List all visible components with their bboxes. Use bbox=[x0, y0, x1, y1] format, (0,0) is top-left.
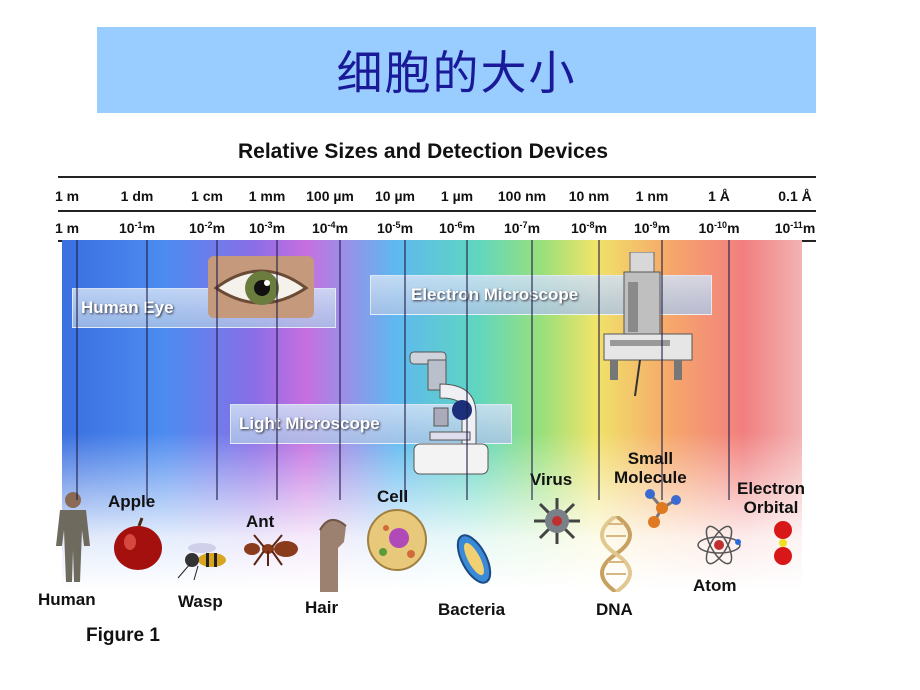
ant-icon bbox=[244, 534, 298, 566]
apple-icon bbox=[114, 517, 162, 570]
scale-gridline bbox=[404, 240, 406, 500]
scale-power-label: 10-2m bbox=[188, 220, 226, 236]
atom-label: Atom bbox=[693, 576, 737, 595]
scale-gridline bbox=[466, 240, 468, 500]
eye-icon bbox=[208, 256, 314, 318]
scale-powers-row: 1 m 10-1m 10-2m 10-3m 10-4m 10-5m 10-6m 10-7m 10… bbox=[55, 220, 822, 240]
scale-unit-1nm: 1 nm bbox=[635, 188, 669, 204]
cell-label: Cell bbox=[377, 487, 409, 506]
scale-gridline bbox=[216, 240, 218, 500]
electron-microscope-icon bbox=[603, 252, 693, 397]
scale-gridline bbox=[146, 240, 148, 500]
electron-orbital-label: Electron Orbital bbox=[737, 479, 806, 517]
title-banner: 细胞的大小 bbox=[97, 27, 816, 113]
diagram-subtitle: Relative Sizes and Detection Devices bbox=[238, 140, 608, 163]
cell-icon bbox=[367, 509, 427, 571]
scale-units-row: 1 m 1 dm 1 cm 1 mm 100 µm 10 µm 1 µm 100… bbox=[55, 188, 822, 208]
scale-power-label: 10-1m bbox=[118, 220, 156, 236]
scale-gridline bbox=[598, 240, 600, 500]
scale-gridline bbox=[728, 240, 730, 500]
small-molecule-icon bbox=[645, 489, 681, 528]
bacteria-label: Bacteria bbox=[438, 600, 506, 619]
scale-power-label: 10-9m bbox=[633, 220, 671, 236]
page-title: 细胞的大小 bbox=[336, 46, 577, 100]
scale-unit-100nm: 100 nm bbox=[497, 188, 547, 204]
light-microscope-label: Light Microscope bbox=[239, 414, 380, 433]
scale-unit-1dm: 1 dm bbox=[120, 188, 154, 204]
scale-power-label: 10-3m bbox=[248, 220, 286, 236]
scale-power-label: 10-8m bbox=[570, 220, 608, 236]
scale-unit-1um: 1 µm bbox=[440, 188, 474, 204]
figure-label: Figure 1 bbox=[86, 625, 160, 646]
scale-unit-10um: 10 µm bbox=[375, 188, 415, 204]
scale-power-label: 10-6m bbox=[438, 220, 476, 236]
apple-label: Apple bbox=[108, 492, 156, 511]
atom-icon bbox=[697, 525, 741, 565]
light-microscope-icon bbox=[409, 351, 489, 475]
small-molecule-label: Small Molecule bbox=[614, 449, 687, 487]
human-icon bbox=[56, 492, 90, 582]
scale-gridline bbox=[76, 240, 78, 500]
hair-icon bbox=[319, 519, 347, 592]
scale-power-label: 10-4m bbox=[311, 220, 349, 236]
scale-unit-1mm: 1 mm bbox=[248, 188, 286, 204]
virus-label: Virus bbox=[530, 470, 573, 489]
scale-middle-rule bbox=[58, 210, 816, 212]
human-eye-label: Human Eye bbox=[81, 298, 174, 317]
scale-top-rule bbox=[58, 176, 816, 178]
virus-icon bbox=[534, 498, 580, 544]
dna-label: DNA bbox=[596, 600, 633, 619]
scale-gridline bbox=[276, 240, 278, 500]
human-label: Human bbox=[38, 590, 96, 609]
scale-power-label: 10-11m bbox=[774, 220, 816, 236]
electron-orbital-icon bbox=[774, 521, 792, 565]
scale-power-label: 10-5m bbox=[376, 220, 414, 236]
bacteria-icon bbox=[456, 534, 492, 584]
dna-icon bbox=[600, 516, 632, 592]
scale-power-label: 1 m bbox=[54, 220, 80, 236]
scale-gridline bbox=[661, 240, 663, 500]
scale-unit-1m: 1 m bbox=[54, 188, 80, 204]
scale-unit-1angstrom: 1 Å bbox=[708, 188, 730, 204]
wasp-label: Wasp bbox=[178, 592, 223, 611]
scale-unit-0.1angstrom: 0.1 Å bbox=[778, 188, 812, 204]
scale-unit-10nm: 10 nm bbox=[568, 188, 610, 204]
scale-gridline bbox=[531, 240, 533, 500]
scale-unit-1cm: 1 cm bbox=[191, 188, 223, 204]
hair-label: Hair bbox=[305, 598, 339, 617]
electron-microscope-label: Electron Microscope bbox=[411, 285, 579, 304]
scale-gridline bbox=[339, 240, 341, 500]
scale-power-label: 10-10m bbox=[698, 220, 740, 236]
ant-label: Ant bbox=[246, 512, 275, 531]
wasp-icon bbox=[177, 543, 226, 581]
scale-unit-100um: 100 µm bbox=[306, 188, 354, 204]
scale-power-label: 10-7m bbox=[503, 220, 541, 236]
